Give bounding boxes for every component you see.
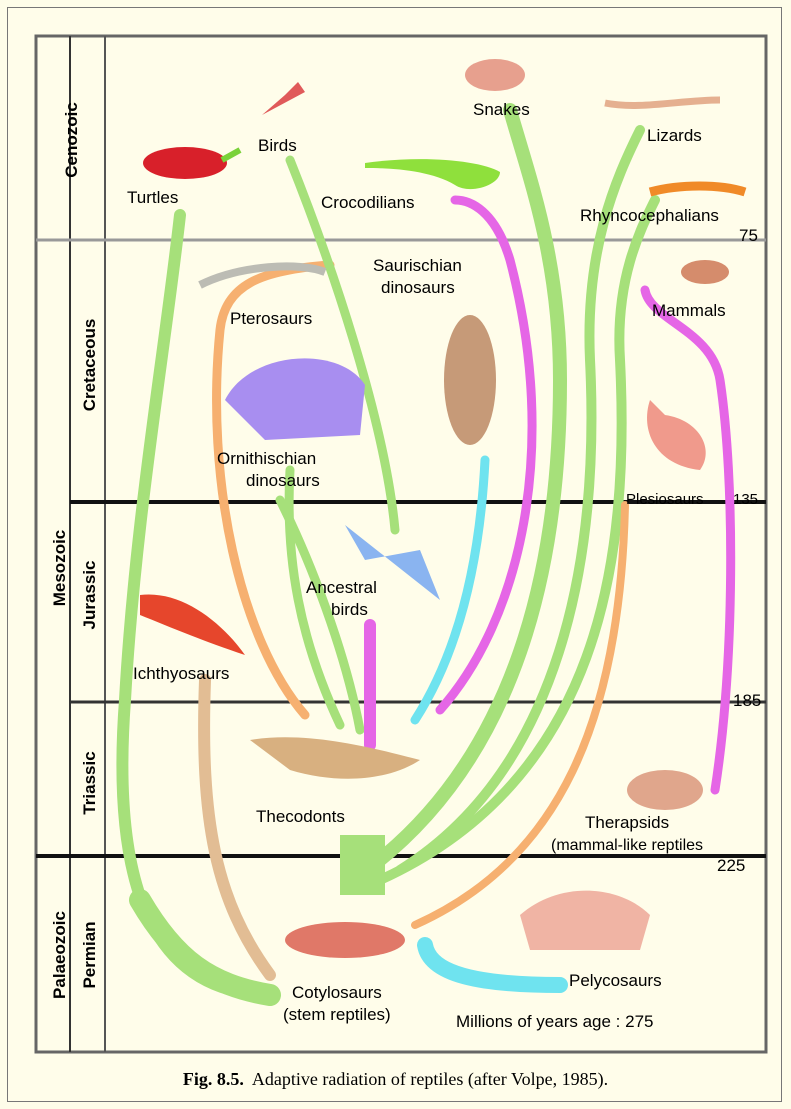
branch-saurischian-cyan	[410, 455, 490, 725]
era-cenozoic: Cenozoic	[62, 102, 81, 178]
label-ancestral-birds-2: birds	[331, 600, 368, 619]
label-ornithischian-2: dinosaurs	[246, 471, 320, 490]
label-lizards: Lizards	[647, 126, 702, 145]
snake-figure	[465, 59, 525, 91]
branch-ichthyosaurs	[198, 674, 276, 981]
era-palaeozoic: Palaeozoic	[50, 911, 69, 999]
pelycosaur-figure	[520, 890, 650, 950]
branch-rhyncocephalians	[375, 195, 660, 885]
label-cotylosaurs-2: (stem reptiles)	[283, 1005, 391, 1024]
label-saurischian-1: Saurischian	[373, 256, 462, 275]
lizard-figure	[604, 96, 721, 109]
label-age-135: 135	[733, 491, 758, 508]
thecodont-figure	[250, 737, 420, 779]
branch-therapsids	[411, 501, 629, 929]
period-permian: Permian	[80, 921, 99, 988]
rhyncocephalian-figure	[648, 181, 747, 197]
label-ornithischian-1: Ornithischian	[217, 449, 316, 468]
branch-turtles-base	[129, 889, 281, 1006]
label-mammals: Mammals	[652, 301, 726, 320]
branch-snakes-lizards	[353, 103, 568, 882]
turtle-head	[220, 147, 242, 163]
figure-caption: Fig. 8.5. Adaptive radiation of reptiles…	[0, 1069, 791, 1090]
label-snakes: Snakes	[473, 100, 530, 119]
branch-ornithischian	[284, 465, 345, 730]
label-thecodonts: Thecodonts	[256, 807, 345, 826]
branch-thecodonts-wedge	[340, 835, 385, 895]
mammal-figure	[681, 260, 729, 284]
period-triassic: Triassic	[80, 751, 99, 814]
turtle-figure	[143, 147, 227, 179]
animal-figures	[140, 59, 747, 958]
branch-lizards	[395, 125, 645, 875]
era-mesozoic: Mesozoic	[50, 530, 69, 607]
label-saurischian-2: dinosaurs	[381, 278, 455, 297]
label-turtles: Turtles	[127, 188, 178, 207]
label-age-225: 225	[717, 856, 745, 875]
label-pelycosaurs: Pelycosaurs	[569, 971, 662, 990]
period-cretaceous: Cretaceous	[80, 319, 99, 412]
label-cotylosaurs-1: Cotylosaurs	[292, 983, 382, 1002]
label-ancestral-birds-1: Ancestral	[306, 578, 377, 597]
therapsid-figure	[627, 770, 703, 810]
timeline-border	[34, 34, 768, 1054]
branch-mammals	[640, 285, 736, 795]
ichthyosaur-figure	[140, 594, 245, 655]
period-jurassic: Jurassic	[80, 561, 99, 630]
pterosaur-figure	[198, 262, 327, 289]
label-pterosaurs: Pterosaurs	[230, 309, 312, 328]
branch-birds	[285, 155, 400, 535]
label-therapsids-2: (mammal-like reptiles	[551, 837, 703, 854]
branch-pterosaurs	[212, 260, 335, 720]
ancestral-bird-figure	[345, 525, 440, 600]
label-therapsids-1: Therapsids	[585, 813, 669, 832]
label-ichthyosaurs: Ichthyosaurs	[133, 664, 229, 683]
bird-figure	[262, 82, 305, 115]
label-age-75: 75	[739, 226, 758, 245]
figure-caption-text: Adaptive radiation of reptiles (after Vo…	[251, 1069, 609, 1089]
branch-ancestral-birds	[275, 495, 365, 735]
branch-pelycosaurs	[417, 937, 568, 993]
branches	[116, 103, 736, 1006]
saurischian-figure	[444, 315, 496, 445]
cotylosaur-figure	[285, 922, 405, 958]
plesiosaur-figure	[647, 400, 706, 470]
label-birds: Birds	[258, 136, 297, 155]
label-rhyncocephalians: Rhyncocephalians	[580, 206, 719, 225]
label-crocodilians: Crocodilians	[321, 193, 415, 212]
label-plesiosaurs: Plesiosaurs	[626, 491, 704, 508]
branch-crocodilians	[435, 195, 537, 715]
label-age-185: 185	[733, 691, 761, 710]
figure-number: Fig. 8.5.	[182, 1069, 244, 1089]
ornithischian-figure	[225, 358, 365, 440]
label-age-275: Millions of years age : 275	[456, 1012, 654, 1031]
crocodile-figure	[365, 159, 500, 190]
